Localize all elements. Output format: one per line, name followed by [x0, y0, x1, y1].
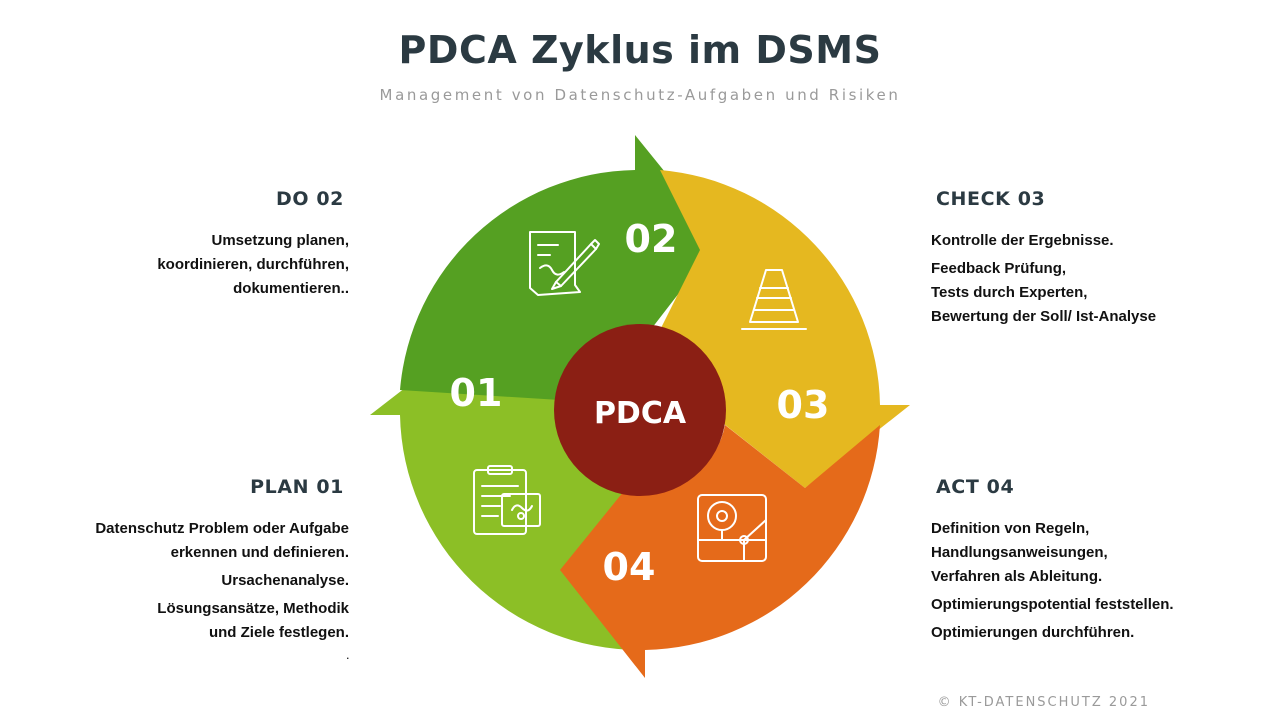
act-description: Definition von Regeln, Handlungsanweisun…	[931, 517, 1251, 645]
check-line: Tests durch Experten,	[931, 284, 1088, 301]
map-pin-icon	[697, 494, 767, 562]
act-number: 04	[603, 545, 656, 589]
plan-line: Datenschutz Problem oder Aufgabe	[95, 520, 349, 537]
page-title: PDCA Zyklus im DSMS	[398, 28, 882, 72]
do-line: Umsetzung planen,	[211, 232, 349, 249]
center-circle	[554, 324, 726, 496]
traffic-cone-icon	[741, 269, 807, 330]
act-line: Optimierungen durchführen.	[931, 624, 1135, 641]
act-line: Optimierungspotential feststellen.	[931, 596, 1174, 613]
plan-heading: PLAN 01	[250, 476, 344, 498]
check-line: Kontrolle der Ergebnisse.	[931, 232, 1114, 249]
page-subtitle: Management von Datenschutz-Aufgaben und …	[379, 86, 901, 104]
act-line: Definition von Regeln,	[931, 520, 1090, 537]
check-line: Bewertung der Soll/ Ist-Analyse	[931, 308, 1157, 325]
clipboard-puzzle-icon	[473, 465, 541, 535]
check-line: Feedback Prüfung,	[931, 260, 1067, 277]
act-heading: ACT 04	[936, 476, 1015, 498]
check-heading: CHECK 03	[936, 188, 1046, 210]
do-description: Umsetzung planen, koordinieren, durchfüh…	[29, 229, 349, 301]
do-line: dokumentieren..	[233, 280, 349, 297]
center-label: PDCA	[594, 396, 687, 431]
do-heading: DO 02	[276, 188, 344, 210]
plan-description: Datenschutz Problem oder Aufgabe erkenne…	[0, 517, 349, 663]
act-line: Handlungsanweisungen,	[931, 544, 1108, 561]
plan-line: und Ziele festlegen.	[208, 624, 349, 641]
plan-line: Lösungsansätze, Methodik	[157, 600, 349, 617]
plan-line: .	[346, 651, 349, 661]
do-line: koordinieren, durchführen,	[157, 256, 349, 273]
plan-line: erkennen und definieren.	[170, 544, 349, 561]
plan-number: 01	[450, 371, 503, 415]
act-line: Verfahren als Ableitung.	[931, 568, 1103, 585]
plan-line: Ursachenanalyse.	[221, 572, 349, 589]
check-number: 03	[777, 383, 830, 427]
document-pencil-icon	[529, 231, 600, 296]
do-number: 02	[625, 217, 678, 261]
footer-copyright: © KT-DATENSCHUTZ 2021	[937, 695, 1150, 710]
check-description: Kontrolle der Ergebnisse. Feedback Prüfu…	[931, 229, 1251, 329]
